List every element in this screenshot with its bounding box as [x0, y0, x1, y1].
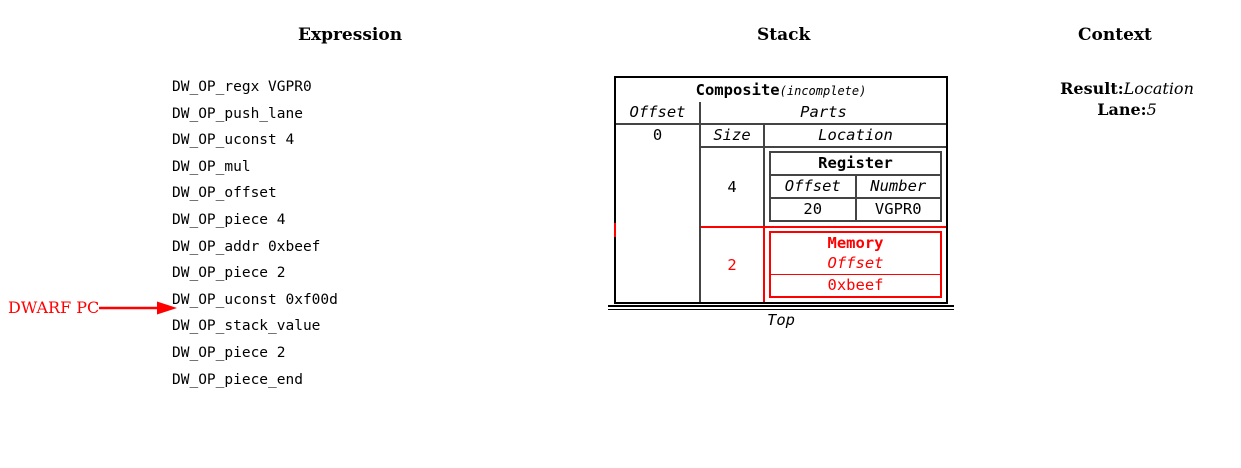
register-number-header: Number — [870, 177, 927, 195]
memory-location-table: Memory Offset 0xbeef — [769, 231, 942, 298]
expression-line: DW_OP_uconst 4 — [172, 132, 295, 149]
context-key: Lane: — [1097, 100, 1147, 119]
composite-parts-subheader: Size Location — [701, 123, 946, 148]
register-number-value: VGPR0 — [874, 200, 922, 218]
composite-offset-value: 0 — [616, 125, 701, 146]
composite-parts-header: Parts — [800, 103, 847, 121]
expression-line-current-pc: DW_OP_uconst 0xf00d — [172, 291, 338, 308]
memory-offset-value: 0xbeef — [827, 276, 884, 294]
context-row-lane: Lane:5 — [1032, 99, 1222, 120]
expression-line: DW_OP_piece_end — [172, 371, 303, 388]
expression-line: DW_OP_piece 2 — [172, 265, 286, 282]
dwarf-pc-marker: DWARF PC — [8, 298, 178, 317]
expression-list: DW_OP_regx VGPR0 DW_OP_push_lane DW_OP_u… — [172, 74, 338, 393]
memory-title: Memory — [827, 234, 884, 252]
parts-size-header: Size — [701, 125, 765, 146]
expression-line: DW_OP_mul — [172, 158, 251, 175]
context-value: 5 — [1146, 100, 1157, 119]
part-size: 4 — [701, 148, 765, 226]
composite-table: Composite(incomplete) Offset 0 Parts Siz… — [614, 76, 948, 304]
page-title-stack: Stack — [757, 25, 811, 45]
composite-title-row: Composite(incomplete) — [616, 78, 946, 102]
register-offset-value: 20 — [771, 199, 857, 220]
part-size: 2 — [701, 228, 765, 302]
part-location: Memory Offset 0xbeef — [765, 228, 946, 302]
stack-diagram: Composite(incomplete) Offset 0 Parts Siz… — [608, 76, 954, 329]
composite-title: Composite — [695, 81, 780, 99]
page-title-context: Context — [1078, 25, 1152, 45]
expression-line: DW_OP_offset — [172, 185, 277, 202]
composite-qualifier: (incomplete) — [779, 84, 867, 98]
expression-line: DW_OP_piece 4 — [172, 211, 286, 228]
arrow-right-icon — [99, 301, 178, 315]
expression-line: DW_OP_stack_value — [172, 318, 321, 335]
expression-line: DW_OP_addr 0xbeef — [172, 238, 321, 255]
context-row-result: Result:Location — [1032, 78, 1222, 99]
composite-offset-header: Offset — [616, 102, 701, 125]
composite-offset-filler — [614, 146, 701, 302]
part-location: Register Offset Number 20 VGPR0 — [765, 148, 946, 226]
expression-line: DW_OP_piece 2 — [172, 344, 286, 361]
register-title: Register — [818, 154, 893, 172]
expression-line: DW_OP_push_lane — [172, 105, 303, 122]
composite-offset-column: Offset 0 — [614, 102, 701, 302]
top-of-stack-tick — [614, 223, 616, 237]
parts-location-header: Location — [818, 126, 893, 144]
context-block: Result:Location Lane:5 — [1032, 78, 1222, 120]
context-key: Result: — [1060, 79, 1124, 98]
expression-line: DW_OP_regx VGPR0 — [172, 79, 312, 95]
stack-top-label: Top — [767, 311, 795, 329]
memory-offset-header: Offset — [771, 254, 940, 275]
composite-parts-column: Parts Size Location 4 Register Offset Nu… — [701, 102, 946, 302]
context-value: Location — [1123, 79, 1194, 98]
composite-body: Offset 0 Parts Size Location 4 Reg — [614, 102, 946, 302]
stack-bottom-rule — [608, 305, 954, 310]
dwarf-pc-label: DWARF PC — [8, 298, 100, 317]
register-data-row: 20 VGPR0 — [771, 199, 940, 220]
register-header-row: Offset Number — [771, 174, 940, 199]
page-title-expression: Expression — [298, 25, 403, 45]
register-location-table: Register Offset Number 20 VGPR0 — [769, 151, 942, 222]
register-offset-header: Offset — [771, 176, 857, 197]
part-row-highlighted: 2 Memory Offset 0xbeef — [701, 226, 946, 302]
part-row: 4 Register Offset Number 20 VGPR0 — [701, 148, 946, 226]
